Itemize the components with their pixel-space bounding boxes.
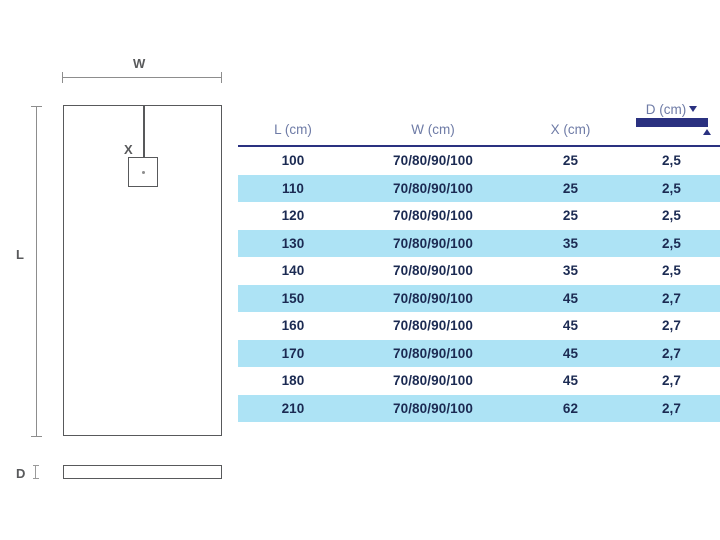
depth-dimension-label: D [16, 466, 26, 481]
table-row: 180 70/80/90/100 45 2,7 [238, 367, 720, 395]
cell-length: 160 [281, 318, 305, 334]
width-dimension-line [62, 77, 222, 78]
cell-width: 70/80/90/100 [392, 318, 474, 334]
table-header: L (cm) W (cm) X (cm) D (cm) [238, 90, 720, 147]
table-row: 100 70/80/90/100 25 2,5 [238, 146, 720, 175]
width-dimension-tick-left [62, 72, 63, 83]
cell-length: 120 [281, 208, 305, 224]
cell-drain-offset: 45 [518, 339, 623, 367]
cell-drain-offset: 25 [518, 174, 623, 202]
column-header-depth: D (cm) [623, 90, 720, 147]
table-row: 120 70/80/90/100 25 2,5 [238, 202, 720, 230]
specification-table-area: L (cm) W (cm) X (cm) D (cm) [238, 90, 720, 422]
cell-width: 70/80/90/100 [348, 174, 518, 202]
tray-profile-view-bar [63, 465, 222, 479]
column-header-drain-offset: X (cm) [518, 90, 623, 147]
cell-depth: 2,7 [661, 373, 682, 389]
cell-length: 100 [281, 153, 305, 169]
cell-depth: 2,5 [661, 208, 682, 224]
depth-header-top-row: D (cm) [645, 101, 698, 117]
cell-length: 140 [281, 263, 305, 279]
cell-depth: 2,5 [661, 153, 682, 169]
cell-drain-offset: 25 [562, 153, 579, 169]
cell-depth: 2,7 [623, 394, 720, 422]
length-dimension-tick-bottom [31, 436, 42, 437]
drain-offset-label: X [124, 142, 133, 157]
cell-length: 150 [238, 284, 348, 312]
cell-drain-offset: 35 [518, 229, 623, 257]
column-header-width: W (cm) [348, 90, 518, 147]
table-row: 140 70/80/90/100 35 2,5 [238, 257, 720, 285]
length-dimension-line [36, 106, 37, 436]
drain-offset-leader-line [143, 106, 145, 172]
cell-width: 70/80/90/100 [392, 208, 474, 224]
cell-depth: 2,7 [623, 339, 720, 367]
cell-width: 70/80/90/100 [348, 394, 518, 422]
cell-length: 110 [238, 174, 348, 202]
cell-width: 70/80/90/100 [392, 153, 474, 169]
column-header-length: L (cm) [238, 90, 348, 147]
table-header-row: L (cm) W (cm) X (cm) D (cm) [238, 90, 720, 147]
cell-drain-offset: 25 [562, 208, 579, 224]
depth-header-text: D (cm) [645, 101, 687, 117]
shower-tray-diagram: W L X D [0, 0, 238, 540]
cell-drain-offset: 35 [562, 263, 579, 279]
arrow-up-icon [702, 129, 711, 135]
cell-depth: 2,5 [623, 174, 720, 202]
cell-length: 170 [238, 339, 348, 367]
cell-depth: 2,7 [623, 284, 720, 312]
arrow-down-icon [689, 106, 698, 113]
thickness-bar-icon [635, 118, 708, 127]
cell-length: 180 [281, 373, 305, 389]
drain-center-dot [142, 171, 145, 174]
cell-length: 210 [238, 394, 348, 422]
width-dimension-tick-right [221, 72, 222, 83]
depth-header-bottom-row [631, 129, 713, 136]
length-dimension-label: L [16, 247, 25, 262]
width-dimension-label: W [133, 56, 146, 71]
cell-depth: 2,5 [661, 263, 682, 279]
cell-width: 70/80/90/100 [348, 229, 518, 257]
cell-depth: 2,5 [623, 229, 720, 257]
cell-depth: 2,7 [661, 318, 682, 334]
cell-width: 70/80/90/100 [392, 373, 474, 389]
cell-drain-offset: 62 [518, 394, 623, 422]
cell-width: 70/80/90/100 [348, 339, 518, 367]
depth-header-graphic: D (cm) [623, 90, 720, 137]
length-dimension-tick-top [31, 106, 42, 107]
specification-table: L (cm) W (cm) X (cm) D (cm) [238, 90, 720, 422]
cell-drain-offset: 45 [562, 318, 579, 334]
cell-width: 70/80/90/100 [392, 263, 474, 279]
cell-width: 70/80/90/100 [348, 284, 518, 312]
depth-dimension-marker [32, 465, 39, 479]
table-row: 160 70/80/90/100 45 2,7 [238, 312, 720, 340]
cell-length: 130 [238, 229, 348, 257]
cell-drain-offset: 45 [518, 284, 623, 312]
cell-drain-offset: 45 [562, 373, 579, 389]
